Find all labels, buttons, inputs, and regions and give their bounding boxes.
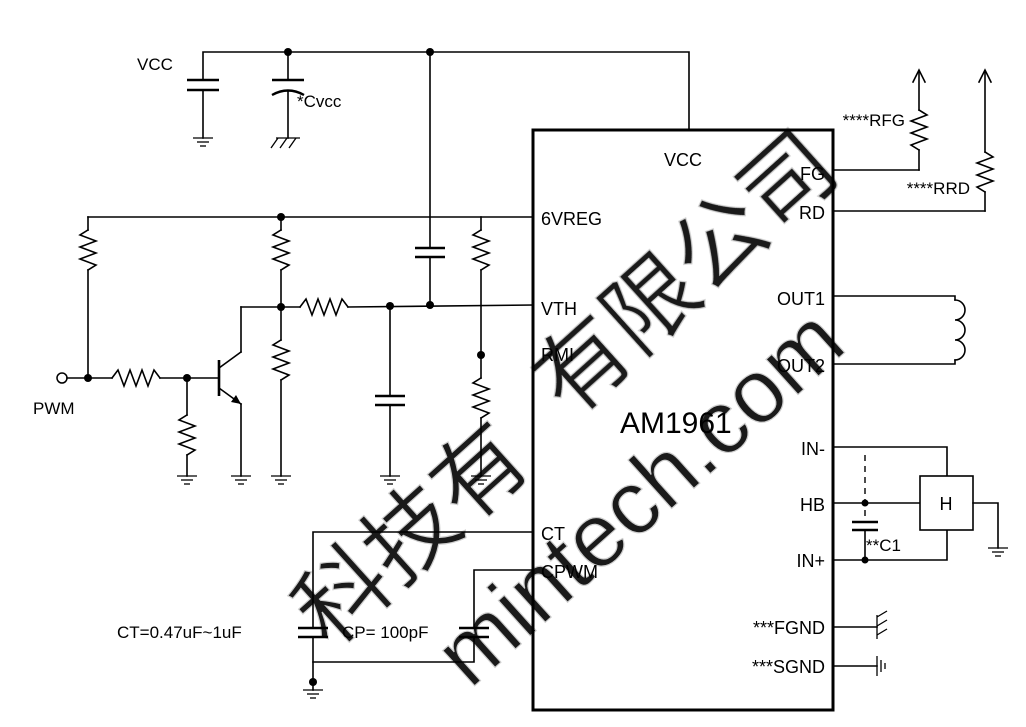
pin-in-plus: IN+ (796, 551, 825, 571)
vcc-rail: VCC (137, 48, 690, 131)
fgnd-ground (832, 610, 888, 639)
mid-lower-resistor (270, 306, 292, 485)
pin-fg: FG (800, 164, 825, 184)
rfg-label: ****RFG (843, 111, 905, 130)
ic-body (531, 128, 835, 712)
motor-coil (832, 295, 966, 365)
ct-network: CT=0.47uF~1uF (117, 531, 534, 683)
sgnd-ground (832, 656, 886, 676)
rfg-resistor: ****RFG (832, 68, 930, 171)
pin-rmi: RMI (541, 345, 574, 365)
rmi-lower-resistor (470, 376, 492, 485)
pin-rd: RD (799, 203, 825, 223)
vcc-capacitor (187, 78, 219, 147)
hall-sensor: H (832, 446, 1008, 564)
pin-sgnd: ***SGND (752, 657, 825, 677)
cvcc-label: *Cvcc (297, 92, 342, 111)
vth-filter-capacitor (375, 305, 405, 485)
pwm-input: PWM (33, 367, 219, 418)
vth-coupling-capacitor (415, 246, 445, 306)
pwm-pullup-resistor (77, 228, 99, 379)
pin-cpwm: CPWM (541, 562, 598, 582)
pin-out1: OUT1 (777, 289, 825, 309)
vcc-label: VCC (137, 55, 173, 74)
cp-label: CP= 100pF (342, 623, 428, 642)
pin-vcc: VCC (664, 150, 702, 170)
hall-label: H (940, 494, 953, 514)
cvcc-capacitor: *Cvcc (270, 51, 342, 149)
vth-node (240, 296, 534, 318)
pin-ct: CT (541, 524, 565, 544)
pin-vth: VTH (541, 299, 577, 319)
base-pulldown-resistor (176, 377, 198, 485)
ct-ground (303, 678, 323, 699)
c1-optional-capacitor: **C1 (852, 455, 901, 561)
mid-pullup-resistor (270, 228, 292, 311)
pin-fgnd: ***FGND (753, 618, 825, 638)
watermark: 有限公司 科技有 mintech.com (275, 112, 864, 705)
pwm-label: PWM (33, 399, 75, 418)
rrd-resistor: ****RRD (832, 68, 996, 212)
pin-in-minus: IN- (801, 439, 825, 459)
c1-label: **C1 (866, 536, 901, 555)
vreg-rail (87, 213, 534, 231)
pin-6vreg: 6VREG (541, 209, 602, 229)
ct-label: CT=0.47uF~1uF (117, 623, 242, 642)
pin-out2: OUT2 (777, 356, 825, 376)
npn-transistor (217, 306, 251, 485)
cp-network: CP= 100pF (312, 569, 534, 663)
rrd-label: ****RRD (907, 179, 970, 198)
chip-name: AM1961 (620, 407, 732, 440)
pin-hb: HB (800, 495, 825, 515)
